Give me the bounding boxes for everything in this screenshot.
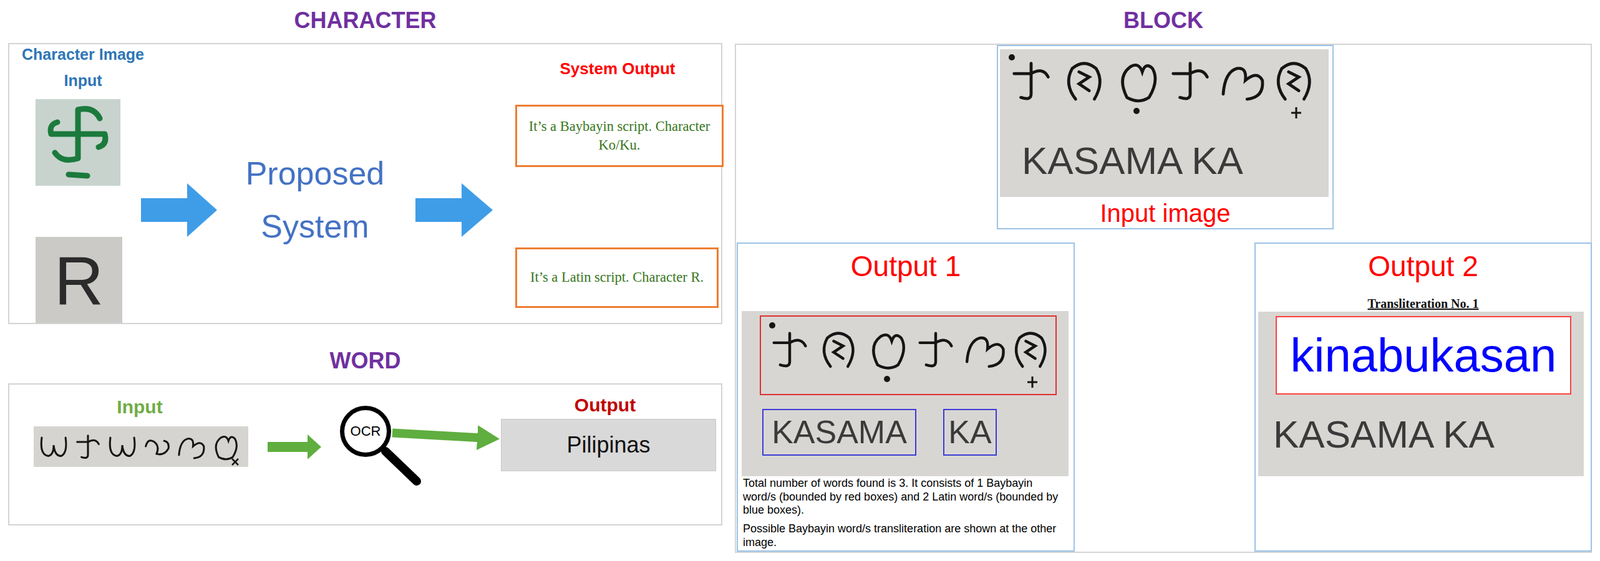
baybayin-glyph (824, 333, 854, 367)
baybayin-glyph (215, 436, 237, 460)
kudlit-dot (769, 322, 776, 329)
character-photo (35, 237, 123, 324)
kudlit-dot (1008, 54, 1015, 61)
baybayin-glyph (774, 333, 806, 367)
box-text: Total number of words found is 3. It con… (742, 477, 1069, 518)
block-arrow (140, 183, 218, 238)
kudlit-dot (883, 376, 891, 383)
baybayin-glyph (145, 441, 170, 455)
box-text: Input image (998, 198, 1333, 229)
detection-box: KASAMA (762, 409, 917, 456)
box-text: Transliteration No. 1 (1255, 296, 1591, 312)
input-caption: Character Image Input (11, 41, 155, 94)
ocr-circle: OCR (339, 406, 392, 458)
block-photo (999, 49, 1329, 198)
section-panel: BLOCKKASAMA KAInput imageOutput 1Total n… (734, 43, 1592, 554)
word-photo (33, 426, 249, 468)
baybayin-glyph (109, 437, 135, 456)
kudlit-mark (232, 459, 239, 466)
section-heading: CHARACTER (9, 6, 722, 35)
baybayin-glyph (1014, 63, 1049, 99)
kudlit-mark (1027, 376, 1038, 388)
block-photo (1258, 311, 1584, 477)
output-caption: System Output (536, 58, 699, 80)
baybayin-glyph (1173, 63, 1208, 99)
image-panel: Output 2 Transliteration No. 1 KASAMA KA ki… (1254, 242, 1592, 553)
transliteration-box: kinabukasan (1275, 316, 1572, 395)
box-text: OCR (350, 424, 382, 439)
box-text: KASAMA KA (1021, 139, 1244, 183)
baybayin-glyph (77, 436, 100, 459)
box-text: kinabukasan (1290, 329, 1557, 382)
box-text: Output 2 (1255, 250, 1591, 283)
flow-arrow (392, 432, 481, 438)
handwritten-letter: R (35, 237, 123, 324)
input-caption: Input (89, 395, 190, 420)
box-text: It’s a Baybayin script. Character Ko/Ku. (517, 117, 722, 156)
section-heading: BLOCK (736, 6, 1591, 35)
kudlit-mark (1291, 107, 1302, 119)
baybayin-glyph (50, 109, 106, 176)
baybayin-glyph (41, 437, 67, 456)
magnifier-handle (385, 451, 417, 482)
box-text: Pilipinas (566, 432, 650, 459)
image-panel: KASAMA KA Input image (996, 44, 1334, 230)
image-panel: Output 1 Total number of words found is 3… (736, 242, 1075, 553)
baybayin-glyph (1278, 63, 1310, 100)
output-box: It’s a Baybayin script. Character Ko/Ku. (515, 104, 724, 168)
baybayin-glyph (1068, 63, 1100, 100)
baybayin-glyph (1016, 333, 1046, 367)
kudlit-dot (1133, 107, 1140, 115)
block-arrow (415, 183, 493, 238)
box-text: Output 1 (737, 250, 1074, 283)
block-arrow (267, 434, 322, 460)
system-label: Proposed System (221, 147, 409, 254)
box-text: Possible Baybayin word/s transliteration… (742, 522, 1069, 550)
box-text: It’s a Latin script. Character R. (523, 268, 710, 287)
output-box: It’s a Latin script. Character R. (515, 247, 719, 309)
box-text: KASAMA KA (1273, 413, 1495, 456)
baybayin-glyph (1223, 68, 1263, 100)
box-text: KA (948, 414, 992, 451)
baybayin-glyph (1122, 64, 1156, 101)
character-photo (35, 99, 121, 186)
block-photo (741, 311, 1069, 477)
detection-box: KA (943, 409, 997, 456)
baybayin-glyph (920, 333, 952, 367)
baybayin-glyph (873, 334, 904, 369)
section-heading: WORD (9, 347, 722, 375)
box-text: KASAMA (771, 414, 907, 451)
baybayin-glyph (179, 439, 204, 459)
baybayin-glyph (966, 338, 1004, 367)
output-caption: Output (542, 393, 668, 418)
result-box: Pilipinas (500, 419, 717, 472)
detection-box (760, 316, 1057, 395)
